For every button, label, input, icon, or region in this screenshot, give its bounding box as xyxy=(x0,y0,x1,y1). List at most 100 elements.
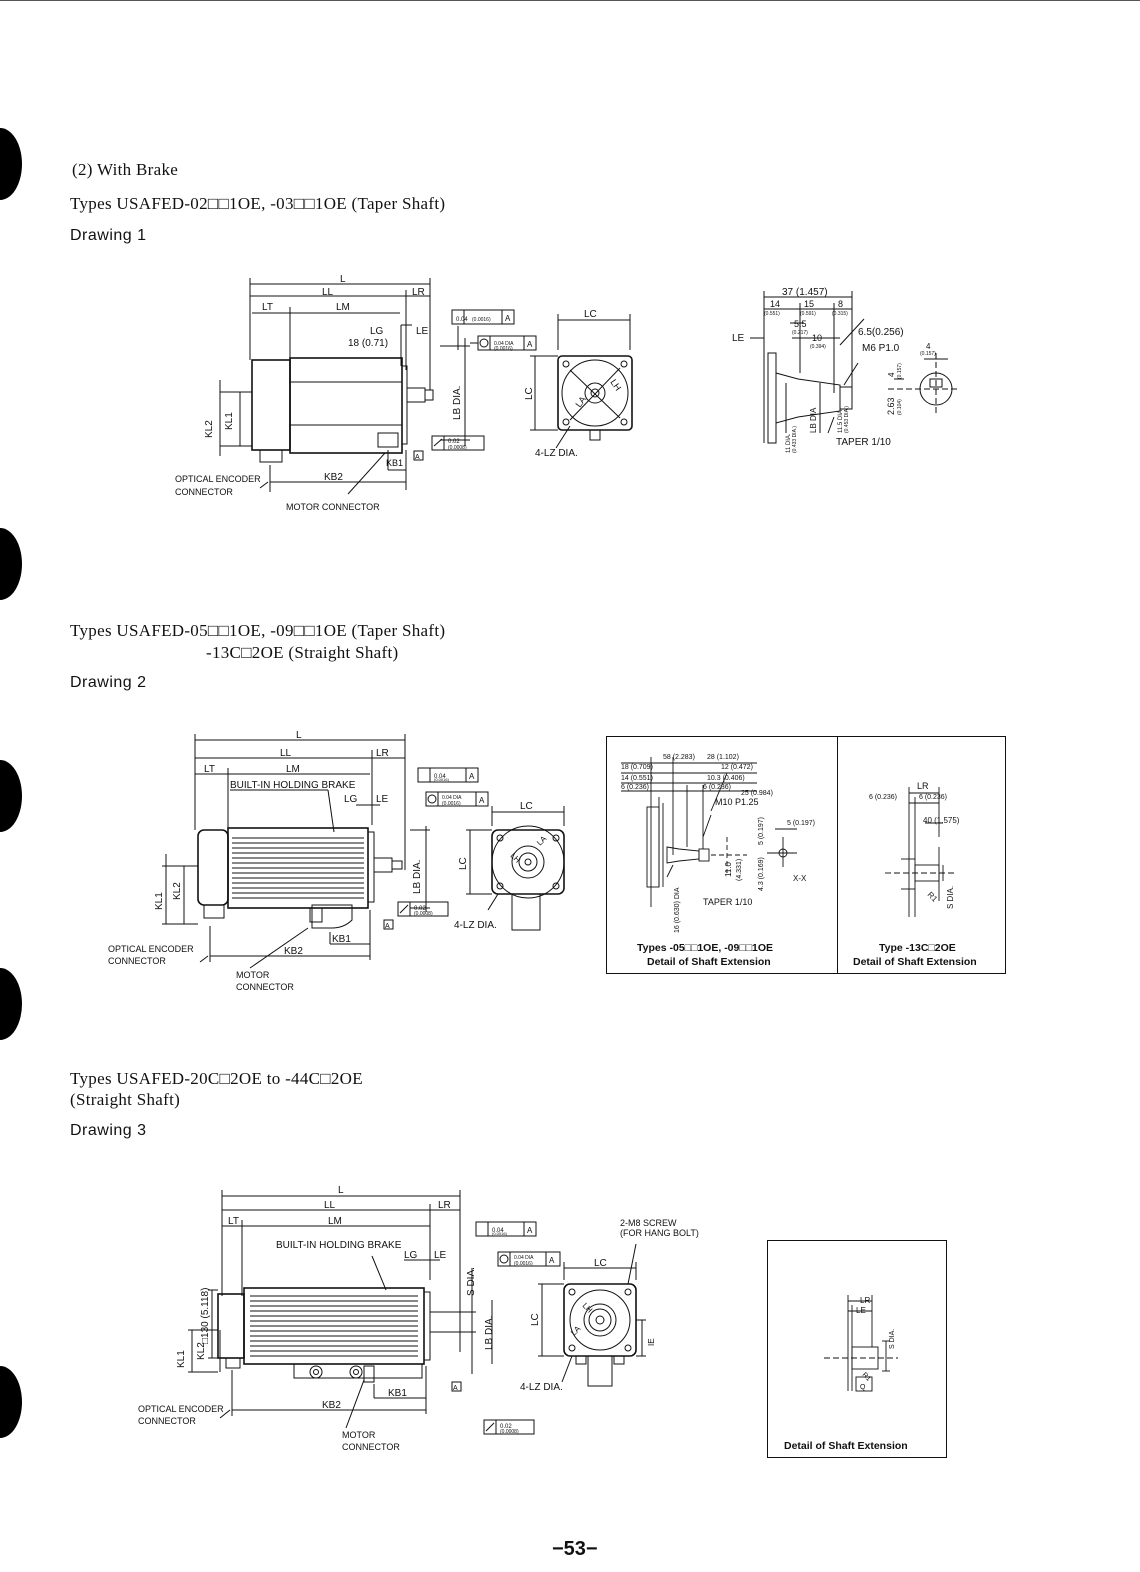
dim-LR: LR xyxy=(917,781,929,791)
dim-LB: LB DIA. xyxy=(484,1316,495,1350)
motor-connector-label: MOTOR xyxy=(236,970,270,980)
dim-R1: R1 xyxy=(861,1371,872,1382)
dim-L: L xyxy=(340,274,346,285)
tolerance-value: (0.0016) xyxy=(492,1231,508,1236)
encoder-label: CONNECTOR xyxy=(108,956,166,966)
motor-connector-label: MOTOR xyxy=(342,1430,376,1440)
dim-6: 6 (0.236) xyxy=(621,784,649,791)
hang-bolt-label: 2-M8 SCREW xyxy=(620,1218,677,1228)
dim-LR: LR xyxy=(438,1200,451,1211)
dim-2-63: 2.63 xyxy=(886,397,896,415)
drawing-1-shaft-detail: 37 (1.457) 14 (0.551) 15 (0.591) 8 (0.31… xyxy=(732,287,958,453)
dim-LA: LA xyxy=(569,1324,583,1338)
dim-LC: LC xyxy=(584,309,597,320)
section-title: Types USAFED-20C□2OE to -44C□2OE xyxy=(70,1069,363,1088)
drawing-2-motor-side-view: L LL LR LT LM BUILT-IN HOLDING BRAKE LG … xyxy=(108,730,489,992)
dim-11-0: 11.0 xyxy=(724,861,733,877)
panel-caption: Types -05□□1OE, -09□□1OE xyxy=(637,942,773,954)
drawing-label: Drawing 3 xyxy=(70,1122,147,1139)
dim-5-5: 5.5 xyxy=(794,319,807,329)
dim-58: 58 (2.283) xyxy=(663,754,695,761)
punch-hole xyxy=(0,528,22,600)
drawing-2-front-view: LC LC LH LA 4-LZ DIA. xyxy=(454,801,565,931)
shaft-extension-detail-panel: 58 (2.283) 28 (1.102) 18 (0.709) 12 (0.4… xyxy=(606,736,1006,974)
dim-8: 8 xyxy=(838,299,843,309)
encoder-label: CONNECTOR xyxy=(138,1416,196,1426)
drawing-label: Drawing 2 xyxy=(70,674,147,691)
dim-11-5-inch: (0.453 DIA.) xyxy=(844,406,850,433)
dim-5: 5 (0.197) xyxy=(787,820,815,827)
panel-caption: Detail of Shaft Extension xyxy=(853,956,977,968)
dim-LC-vertical: LC xyxy=(524,387,535,400)
dim-14: 14 (0.551) xyxy=(621,775,653,782)
encoder-label: OPTICAL ENCODER xyxy=(175,474,261,484)
dim-LZ: 4-LZ DIA. xyxy=(520,1382,563,1393)
dim-LL: LL xyxy=(324,1200,336,1211)
dim-LR: LR xyxy=(376,748,389,759)
section-subtitle: -13C□2OE (Straight Shaft) xyxy=(206,643,399,662)
tolerance-value: (0.0016) xyxy=(434,777,450,782)
dim-R1: R1 xyxy=(926,890,940,904)
drawing-label: Drawing 1 xyxy=(70,227,147,244)
taper-label: TAPER 1/10 xyxy=(836,437,891,448)
shaft-extension-detail: LR LE S DIA. R1 Q Detail of Shaft Extens… xyxy=(784,1295,908,1452)
shaft-extension-detail-panel: LR LE S DIA. R1 Q Detail of Shaft Extens… xyxy=(767,1240,947,1458)
tolerance-value: (0.0016) xyxy=(514,1261,533,1267)
dim-KL2: KL2 xyxy=(196,1342,207,1360)
tolerance-value: 0.02 xyxy=(448,439,460,445)
thread-m6: M6 P1.0 xyxy=(862,343,900,354)
section-mark: X-X xyxy=(793,874,807,883)
dim-KB2: KB2 xyxy=(322,1400,341,1411)
scan-edge-line xyxy=(0,0,1140,1)
dim-37: 37 (1.457) xyxy=(782,287,828,298)
dim-LM: LM xyxy=(328,1216,342,1227)
panel-caption: Detail of Shaft Extension xyxy=(784,1440,908,1452)
tolerance-value: 0.04 DIA xyxy=(494,341,514,347)
drawing-1-motor-side-view: L LL LR LT LM LG LE 18 (0.71) LB DIA. KL… xyxy=(175,274,537,512)
panel-caption: Detail of Shaft Extension xyxy=(647,956,771,968)
dim-KL2: KL2 xyxy=(204,420,215,438)
section-label: (2) With Brake xyxy=(72,160,179,179)
dim-L: L xyxy=(338,1185,344,1196)
dim-LC: LC xyxy=(594,1258,607,1269)
dim-5-5-inch: (0.217) xyxy=(792,330,808,336)
encoder-label: OPTICAL ENCODER xyxy=(108,944,194,954)
dim-5-vertical: 5 (0.197) xyxy=(758,817,765,845)
dim-LZ: 4-LZ DIA. xyxy=(535,448,578,459)
dim-IE: IE xyxy=(647,1338,656,1346)
datum-ref: A xyxy=(415,454,420,461)
dim-LH: LH xyxy=(608,377,623,392)
dim-LZ: 4-LZ DIA. xyxy=(454,920,497,931)
dim-LE: LE xyxy=(376,794,389,805)
dim-L: L xyxy=(296,730,302,741)
tolerance-value: 0.04 xyxy=(434,774,446,780)
dim-KB2: KB2 xyxy=(284,946,303,957)
dim-square-130: □130 (5.118) xyxy=(200,1288,211,1344)
dim-10-inch: (0.394) xyxy=(810,344,826,350)
dim-KB2: KB2 xyxy=(324,472,343,483)
dim-LG: LG xyxy=(404,1250,418,1261)
dim-2-63-inch: (0.104) xyxy=(897,399,903,415)
dim-4: 4 xyxy=(926,342,931,351)
dim-6-b: 6 (0.236) xyxy=(703,784,731,791)
dim-11-5: 11.5 DIA xyxy=(838,410,844,433)
dim-LE: LE xyxy=(732,333,745,344)
tolerance-value: 0.04 xyxy=(492,1228,504,1234)
brake-label: BUILT-IN HOLDING BRAKE xyxy=(230,780,356,791)
dim-KB1: KB1 xyxy=(386,458,403,468)
dim-LM: LM xyxy=(336,302,350,313)
motor-connector-label: MOTOR CONNECTOR xyxy=(286,502,380,512)
tolerance-value: (0.0008) xyxy=(500,1429,519,1435)
dim-LH: LH xyxy=(509,851,523,865)
dim-25: 25 (0.984) xyxy=(741,790,773,797)
drawing-3-motor-side-view: L LL LR LT LM BUILT-IN HOLDING BRAKE LG … xyxy=(138,1185,561,1452)
tolerance-value: (0.0016) xyxy=(494,346,513,352)
panel-divider xyxy=(837,737,839,973)
dim-LT: LT xyxy=(204,764,215,775)
tolerance-value: (0.0008) xyxy=(448,445,467,451)
dim-LT: LT xyxy=(228,1216,239,1227)
dim-S: S DIA. xyxy=(946,886,955,909)
tolerance-value: (0.0008) xyxy=(414,911,433,917)
tolerance-value: 0.02 xyxy=(414,906,426,912)
punch-hole xyxy=(0,1366,22,1438)
